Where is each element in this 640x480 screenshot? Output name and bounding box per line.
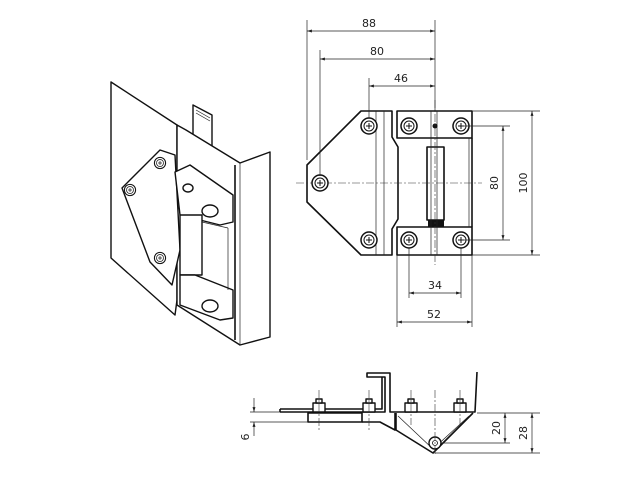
dim-plate-thickness: 6 bbox=[239, 434, 252, 441]
left-leaf-section bbox=[307, 412, 363, 423]
screw-icon bbox=[311, 174, 329, 192]
side-view: 6 20 28 bbox=[239, 371, 540, 455]
dim-screw-span-left: 80 bbox=[370, 45, 384, 58]
left-leaf-outline bbox=[306, 110, 399, 256]
dimension-lines bbox=[306, 20, 540, 327]
dim-overall-depth: 28 bbox=[517, 426, 530, 440]
lower-knuckle bbox=[179, 274, 234, 321]
right-leaf-top bbox=[396, 110, 473, 139]
screw-icon bbox=[153, 251, 167, 265]
barrel bbox=[179, 214, 203, 276]
left-leaf bbox=[121, 149, 181, 286]
dim-overall-width: 88 bbox=[362, 17, 376, 30]
dim-axis-depth: 20 bbox=[490, 421, 503, 435]
screw-icon bbox=[360, 117, 378, 135]
screw-icon bbox=[400, 231, 418, 249]
isometric-view bbox=[110, 81, 271, 346]
plate-and-clip bbox=[280, 371, 478, 413]
dim-overall-height: 100 bbox=[517, 173, 530, 194]
screw-icon bbox=[360, 231, 378, 249]
screw-icon bbox=[400, 117, 418, 135]
dim-screw-vertical-span: 80 bbox=[488, 176, 501, 190]
barrel bbox=[426, 146, 445, 221]
dim-right-leaf-width: 52 bbox=[427, 308, 441, 321]
dim-screw-to-axis: 46 bbox=[394, 72, 408, 85]
screw-icon bbox=[123, 183, 137, 197]
side-dimension-lines bbox=[250, 398, 540, 454]
screw-icon bbox=[153, 156, 167, 170]
front-view: 88 80 46 80 100 34 52 bbox=[296, 17, 540, 327]
dim-right-screw-span: 34 bbox=[428, 279, 442, 292]
